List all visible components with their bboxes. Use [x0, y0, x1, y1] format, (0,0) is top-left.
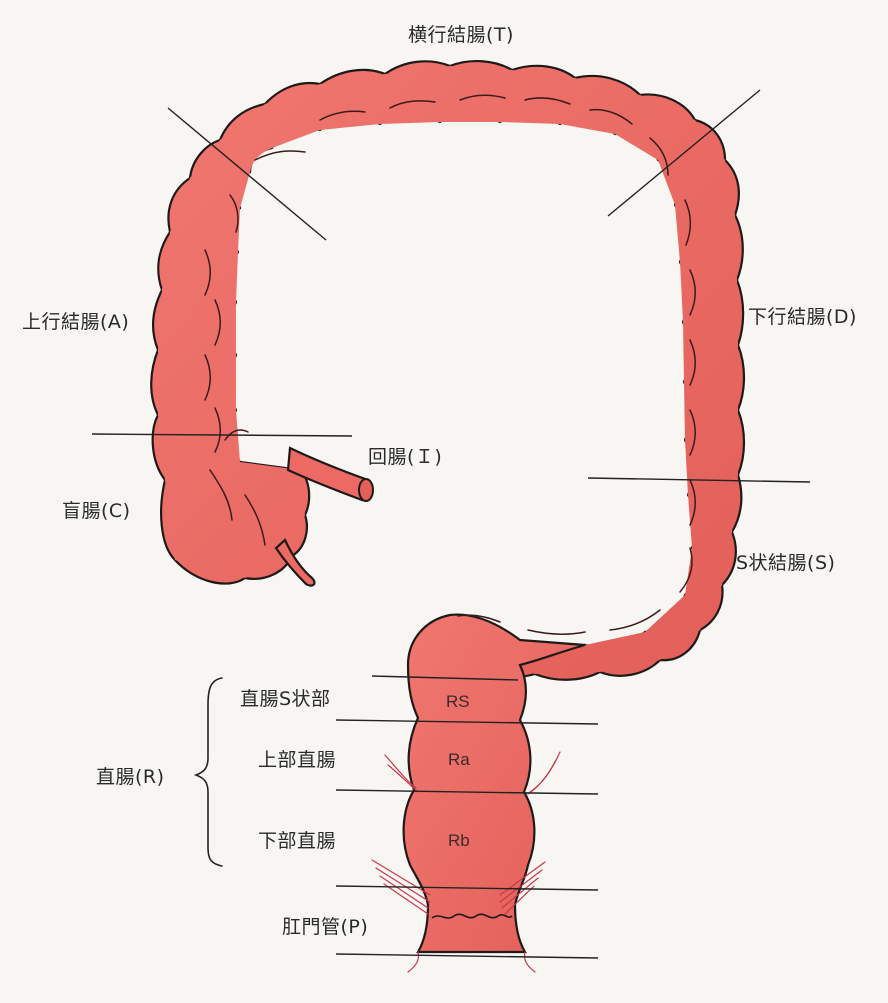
label-ileum: 回腸(Ｉ) — [368, 446, 443, 468]
boundary-rs-top — [371, 675, 519, 681]
boundary-ascending-cecum — [91, 433, 353, 437]
segment-rb: Rb — [448, 831, 470, 850]
label-transverse-colon: 横行結腸(T) — [408, 24, 514, 46]
nerve-strokes — [371, 751, 561, 973]
label-anal-canal: 肛門管(P) — [282, 916, 369, 938]
boundary-transverse-descending — [607, 89, 761, 217]
label-ascending-colon: 上行結腸(A) — [22, 311, 130, 333]
rectum-body — [402, 613, 586, 954]
label-lower-rectum: 下部直腸 — [258, 830, 337, 852]
segment-rs: RS — [446, 692, 470, 711]
boundary-ra-rb — [335, 789, 599, 795]
boundary-lines — [91, 89, 811, 959]
label-cecum: 盲腸(C) — [62, 500, 131, 522]
label-sigmoid-colon: S状結腸(S) — [736, 552, 836, 574]
boundary-rb-p — [335, 885, 599, 891]
label-rectosigmoid: 直腸S状部 — [240, 688, 331, 710]
rectum-bracket — [193, 677, 223, 867]
boundary-rs-ra — [335, 719, 599, 725]
colon-inner-fill — [158, 66, 738, 674]
label-upper-rectum: 上部直腸 — [258, 749, 337, 771]
label-rectum: 直腸(R) — [96, 766, 165, 788]
boundary-anal-end — [335, 953, 599, 959]
dentate-line — [431, 913, 513, 919]
appendix — [274, 538, 316, 587]
ileum-end — [358, 478, 374, 502]
boundary-descending-sigmoid — [587, 477, 811, 483]
segment-ra: Ra — [448, 750, 470, 769]
haustral-folds — [204, 94, 696, 635]
label-descending-colon: 下行結腸(D) — [748, 306, 857, 328]
boundary-ascending-transverse — [167, 107, 327, 241]
